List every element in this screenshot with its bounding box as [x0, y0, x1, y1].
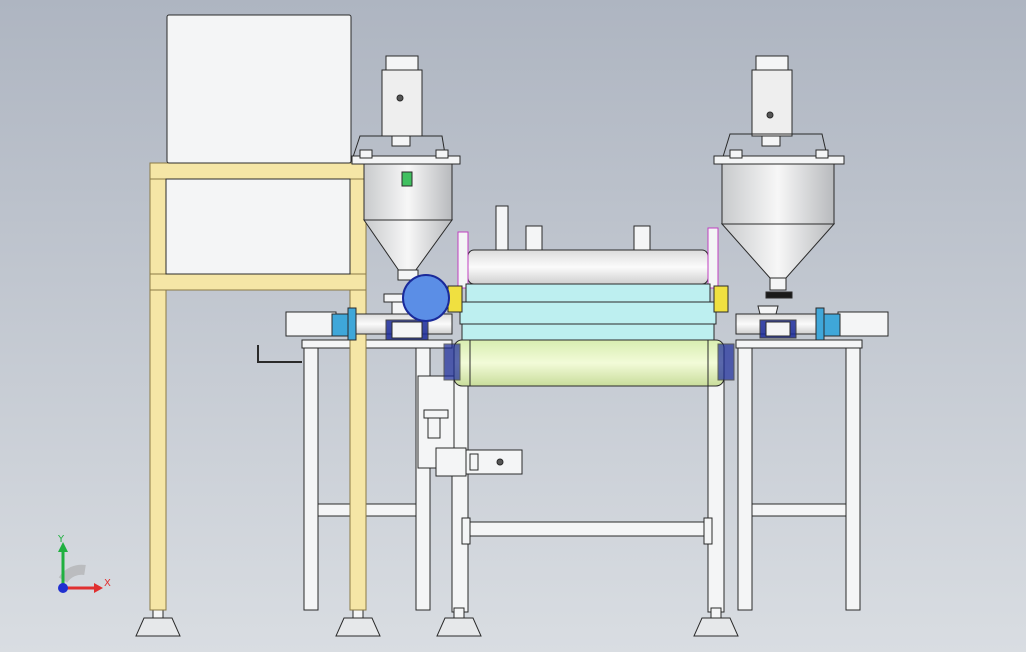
right-hopper	[713, 55, 845, 299]
lower-drive-motor-icon	[496, 458, 504, 466]
yellow-silo-frame	[149, 162, 367, 611]
storage-box	[166, 14, 352, 164]
right-auger-motor-icon	[766, 111, 774, 119]
roller-assembly	[402, 205, 735, 387]
right-auger-conveyor	[735, 305, 889, 341]
left-support-table	[257, 339, 453, 611]
leveling-feet	[135, 607, 739, 637]
drive-gearbox	[417, 375, 523, 477]
x-axis-label: X	[104, 578, 111, 589]
left-auger-motor-icon	[396, 94, 404, 102]
coordinate-triad: Y X	[57, 534, 111, 593]
center-main-frame	[451, 379, 725, 613]
right-support-table	[735, 339, 863, 611]
y-axis-label: Y	[57, 534, 65, 545]
